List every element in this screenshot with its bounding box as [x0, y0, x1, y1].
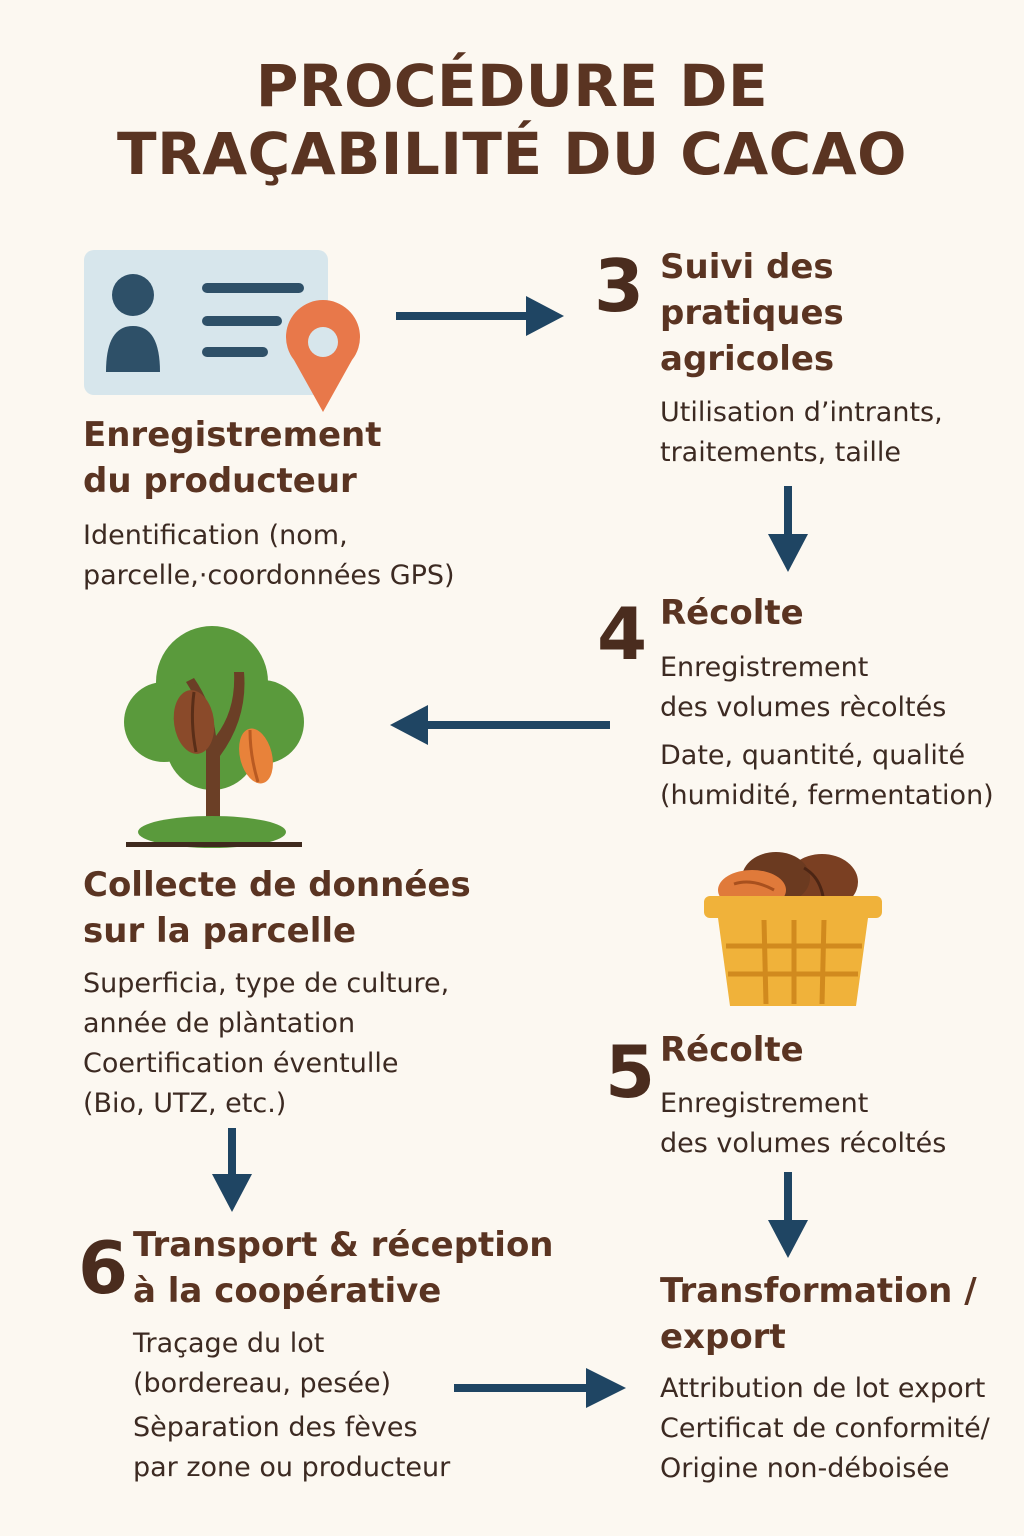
arrow-down-icon: [768, 1172, 808, 1258]
producer-step-heading: Enregistrement du producteur: [83, 415, 382, 501]
page-title: PROCÉDURE DE TRAÇABILITÉ DU CACAO: [0, 52, 1024, 188]
location-pin-icon: [286, 300, 360, 412]
producer-step-description: Identification (nom, parcelle,·coordonné…: [83, 520, 455, 591]
practices-step-description: Utilisation d’intrants, traitements, tai…: [660, 397, 943, 468]
practices-step-heading: Suivi des pratiques agricoles: [660, 247, 844, 379]
arrow-right-icon: [396, 296, 564, 336]
step-number-6: 6: [78, 1226, 129, 1310]
harvest-step-5-heading: Récolte: [660, 1030, 804, 1070]
export-step-description: Attribution de lot export Certificat de …: [660, 1373, 990, 1484]
step-number-5: 5: [605, 1030, 656, 1114]
harvest-step-4-description: Enregistrement des volumes rècoltés Date…: [660, 652, 994, 811]
cacao-basket-icon: [704, 852, 882, 1006]
arrow-left-icon: [390, 705, 610, 745]
cacao-tree-icon: [124, 626, 304, 848]
parcel-step-heading: Collecte de données sur la parcelle: [83, 865, 471, 951]
harvest-step-5-description: Enregistrement des volumes récoltés: [660, 1088, 947, 1159]
harvest-step-4-heading: Récolte: [660, 593, 804, 633]
arrow-down-icon: [212, 1128, 252, 1212]
id-card-icon: [84, 250, 328, 395]
title-line-2: TRAÇABILITÉ DU CACAO: [117, 120, 907, 188]
title-line-1: PROCÉDURE DE: [255, 52, 769, 120]
export-step-heading: Transformation / export: [660, 1271, 977, 1357]
step-number-4: 4: [597, 592, 648, 676]
parcel-step-description: Superficia, type de culture, année de pl…: [83, 968, 450, 1119]
transport-step-description: Traçage du lot (bordereau, pesée) Sèpara…: [133, 1328, 451, 1483]
arrow-right-icon: [454, 1368, 626, 1408]
arrow-down-icon: [768, 486, 808, 572]
transport-step-heading: Transport & réception à la coopérative: [133, 1225, 554, 1311]
step-number-3: 3: [594, 244, 645, 328]
